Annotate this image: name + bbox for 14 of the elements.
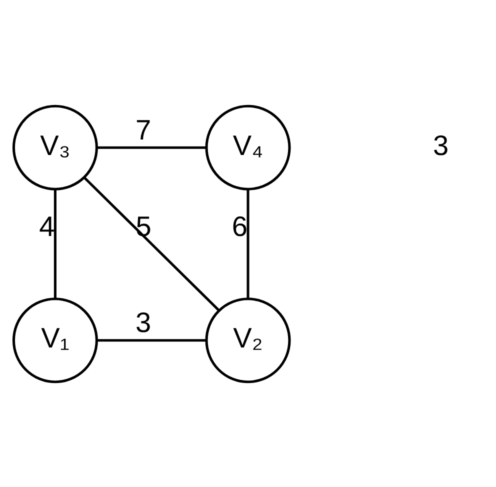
connector <box>97 338 206 342</box>
edge-label: 3 <box>135 306 152 338</box>
connector <box>84 176 220 311</box>
edge-label: 7 <box>135 114 152 145</box>
connector <box>246 188 250 298</box>
label: 3 <box>432 129 449 160</box>
connector <box>97 146 206 148</box>
node-circle: V₂ <box>205 297 291 383</box>
connector <box>54 188 56 298</box>
edge-label: 6 <box>232 210 248 242</box>
node-circle: V₁ <box>12 297 98 383</box>
edge-label: 4 <box>39 210 55 242</box>
node-circle: V₄ <box>205 104 291 190</box>
node-circle: V₃ <box>12 104 98 190</box>
